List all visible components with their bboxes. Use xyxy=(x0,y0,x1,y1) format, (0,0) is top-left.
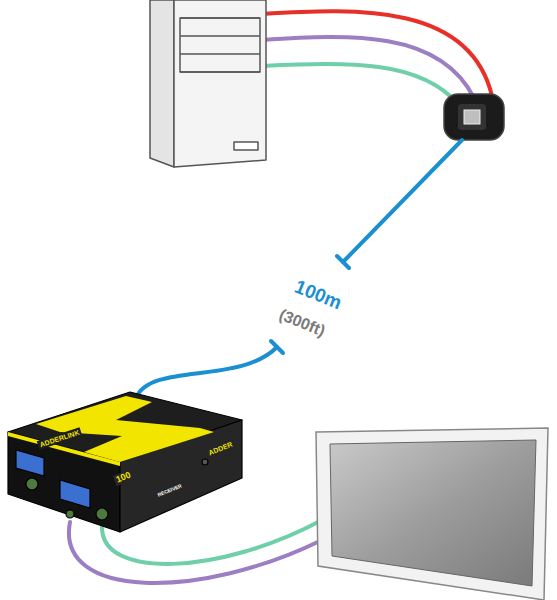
cable-length: 100m xyxy=(290,274,347,313)
monitor xyxy=(316,428,548,600)
catx-cable xyxy=(136,140,462,398)
video-cables xyxy=(69,520,322,583)
pc-tower xyxy=(150,0,266,167)
cable-length-imperial: (300ft) xyxy=(275,305,330,341)
receiver-box xyxy=(8,392,242,532)
transmitter xyxy=(444,94,504,140)
pc-cables xyxy=(262,11,492,104)
